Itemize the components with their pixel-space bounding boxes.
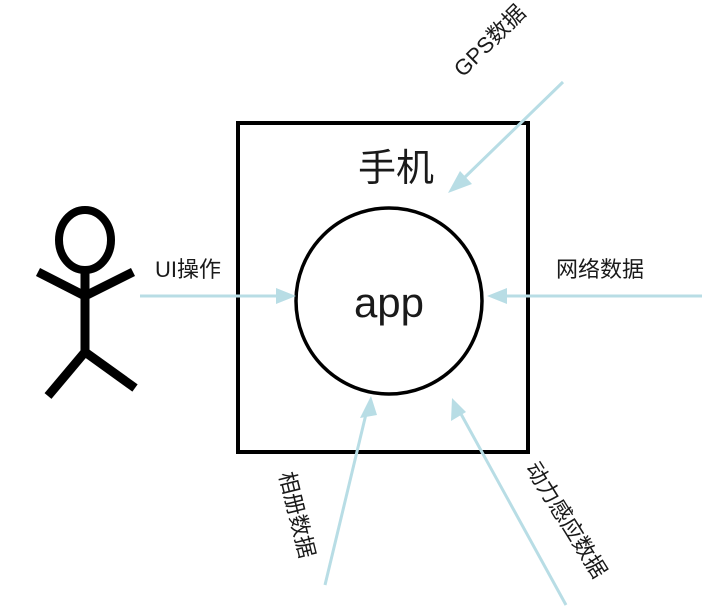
stick-figure-user[interactable] <box>35 206 138 399</box>
gps-data-arrow-line <box>460 80 565 182</box>
ui-operation-arrow-head <box>276 288 296 304</box>
flow-label-gps-data: GPS数据 <box>449 0 531 82</box>
app-node-label: app <box>354 279 424 326</box>
photo-album-data-arrow-head <box>360 396 377 418</box>
phone-container-box[interactable] <box>236 121 530 454</box>
flow-arrow-network-data[interactable] <box>487 288 702 304</box>
flow-label-network-data: 网络数据 <box>556 257 644 282</box>
gps-data-arrow-head <box>448 171 472 193</box>
flow-arrow-photo-album-data[interactable] <box>323 396 377 586</box>
motion-sensor-data-arrow-line <box>459 413 568 606</box>
phone-container-label: 手机 <box>358 148 434 190</box>
stick-figure-left-leg <box>44 349 89 399</box>
stick-figure-right-leg <box>82 348 138 392</box>
app-node-circle[interactable] <box>294 206 484 396</box>
flow-label-ui-operation: UI操作 <box>155 257 221 282</box>
stick-figure-left-arm <box>35 267 88 301</box>
flow-arrow-motion-sensor-data[interactable] <box>451 398 568 606</box>
network-data-arrow-head <box>487 288 507 304</box>
flow-label-photo-album-data: 相册数据 <box>274 469 320 560</box>
flow-arrow-ui-operation[interactable] <box>140 288 296 304</box>
stick-figure-right-arm <box>82 267 136 301</box>
flow-arrow-gps-data[interactable] <box>448 80 565 193</box>
flow-label-motion-sensor-data: 动力感应数据 <box>521 457 612 582</box>
stick-figure-head-icon <box>55 206 115 274</box>
photo-album-data-arrow-line <box>323 413 368 586</box>
motion-sensor-data-arrow-head <box>451 398 466 421</box>
